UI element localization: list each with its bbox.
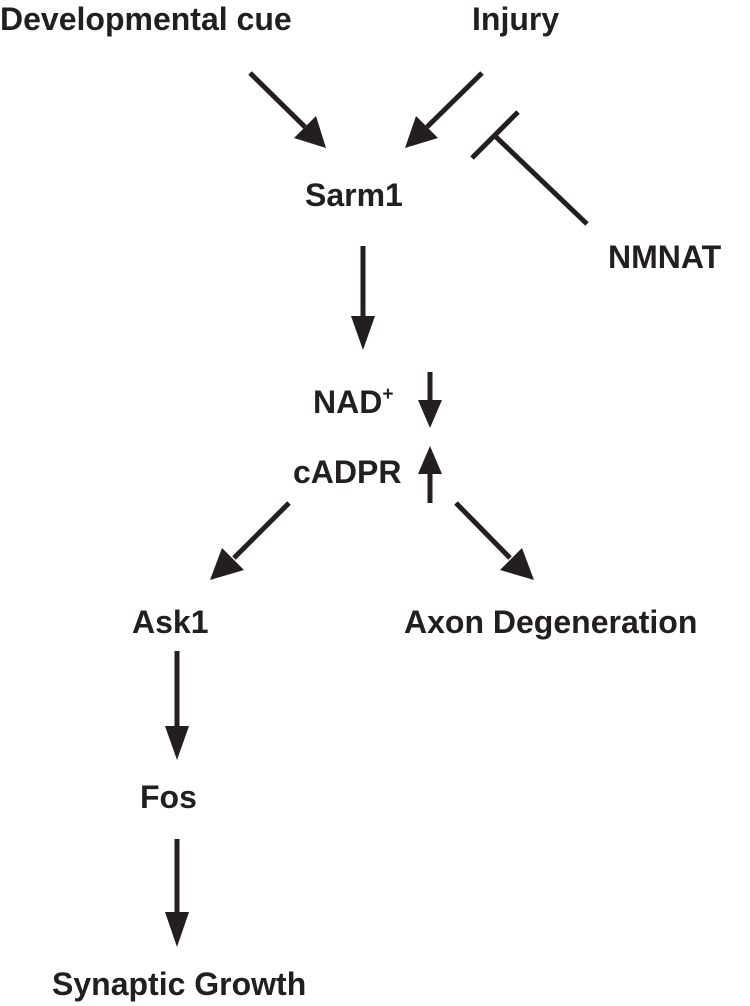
- cadpr-increase-arrow-icon: [418, 446, 442, 503]
- nad-label: NAD: [313, 384, 382, 420]
- nad-superscript: +: [382, 384, 393, 405]
- node-sarm1: Sarm1: [305, 177, 403, 213]
- node-developmental-cue: Developmental cue: [0, 1, 292, 37]
- node-synaptic-growth: Synaptic Growth: [52, 966, 306, 1002]
- edge-cadpr-to-ask1: [210, 501, 291, 580]
- edge-sarm1-to-nad: [351, 246, 375, 350]
- node-ask1: Ask1: [132, 604, 209, 640]
- edge-ask1-to-fos: [165, 651, 189, 760]
- node-axon-degeneration: Axon Degeneration: [404, 604, 697, 640]
- node-nmnat: NMNAT: [608, 239, 722, 275]
- nad-decrease-arrow-icon: [418, 372, 442, 428]
- node-nad: NAD+: [313, 384, 393, 420]
- node-cadpr: cADPR: [293, 454, 401, 490]
- edge-cadpr-to-axon-degeneration: [454, 501, 534, 580]
- edge-nmnat-inhibits-injury: [470, 110, 589, 226]
- edge-developmental-cue-to-sarm1: [248, 71, 326, 148]
- node-fos: Fos: [140, 779, 197, 815]
- edge-fos-to-synaptic-growth: [165, 839, 189, 947]
- node-injury: Injury: [472, 1, 559, 37]
- edge-injury-to-sarm1: [405, 71, 484, 148]
